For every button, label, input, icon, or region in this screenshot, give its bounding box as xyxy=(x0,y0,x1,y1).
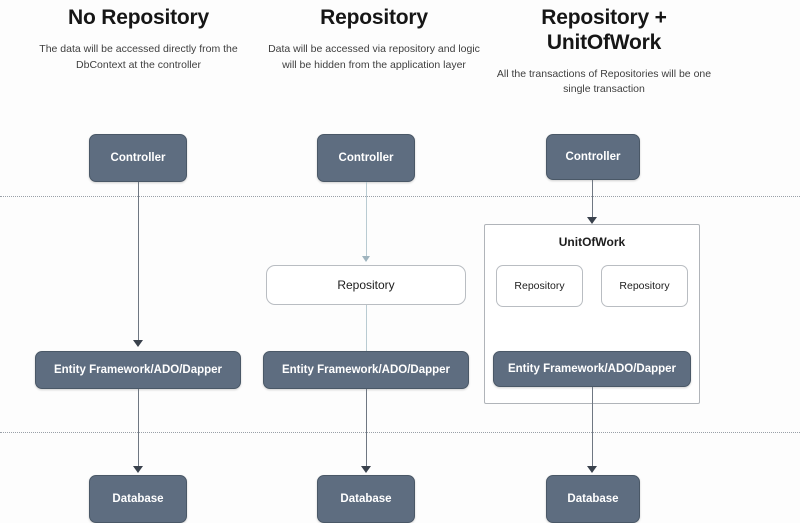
column-subtitle: The data will be accessed directly from … xyxy=(39,42,238,71)
column-subtitle: Data will be accessed via repository and… xyxy=(268,42,480,71)
layer-divider-top xyxy=(0,196,800,197)
col2-connector-controller-to-repository xyxy=(366,182,367,261)
col3-controller-label: Controller xyxy=(565,151,621,163)
col3-controller-box[interactable]: Controller xyxy=(546,134,640,180)
col1-controller-box[interactable]: Controller xyxy=(89,134,187,182)
col3-connector-dataaccess-to-database xyxy=(592,387,593,471)
col3-connector-controller-to-unitofwork xyxy=(592,180,593,222)
column-subtitle: All the transactions of Repositories wil… xyxy=(496,67,712,96)
column-title: Repository + UnitOfWork xyxy=(541,6,667,54)
col3-unit-of-work-label: UnitOfWork xyxy=(558,235,626,249)
col2-data-access-box[interactable]: Entity Framework/ADO/Dapper xyxy=(263,351,469,389)
col1-controller-label: Controller xyxy=(110,152,166,164)
col2-database-label: Database xyxy=(340,493,392,505)
col3-database-label: Database xyxy=(567,493,619,505)
col2-connector-repository-to-dataaccess xyxy=(366,305,367,351)
col3-arrowhead-database xyxy=(587,466,597,473)
col3-arrowhead-unitofwork xyxy=(587,217,597,224)
col1-database-box[interactable]: Database xyxy=(89,475,187,523)
col3-repository-right-box[interactable]: Repository xyxy=(601,265,688,307)
col1-arrowhead-dataaccess xyxy=(133,340,143,347)
column-header-repository-unitofwork: Repository + UnitOfWork All the transact… xyxy=(496,6,712,98)
col3-repository-left-label: Repository xyxy=(514,280,565,292)
column-header-no-repository: No Repository The data will be accessed … xyxy=(16,6,261,73)
col2-arrowhead-repository xyxy=(362,256,370,262)
col2-connector-dataaccess-to-database xyxy=(366,389,367,471)
column-header-repository: Repository Data will be accessed via rep… xyxy=(268,6,480,73)
col3-data-access-label: Entity Framework/ADO/Dapper xyxy=(507,363,677,375)
layer-divider-bottom xyxy=(0,432,800,433)
col1-data-access-box[interactable]: Entity Framework/ADO/Dapper xyxy=(35,351,241,389)
column-title: No Repository xyxy=(68,6,209,29)
col3-repository-right-label: Repository xyxy=(619,280,670,292)
col2-controller-box[interactable]: Controller xyxy=(317,134,415,182)
col1-connector-controller-to-dataaccess xyxy=(138,182,139,345)
col1-database-label: Database xyxy=(112,493,164,505)
column-title: Repository xyxy=(320,6,428,29)
col2-arrowhead-database xyxy=(361,466,371,473)
col1-data-access-label: Entity Framework/ADO/Dapper xyxy=(53,364,223,376)
col1-connector-dataaccess-to-database xyxy=(138,389,139,471)
col2-controller-label: Controller xyxy=(338,152,394,164)
col2-database-box[interactable]: Database xyxy=(317,475,415,523)
col2-repository-box[interactable]: Repository xyxy=(266,265,466,305)
col1-arrowhead-database xyxy=(133,466,143,473)
col3-data-access-box[interactable]: Entity Framework/ADO/Dapper xyxy=(493,351,691,387)
col2-data-access-label: Entity Framework/ADO/Dapper xyxy=(281,364,451,376)
col2-repository-label: Repository xyxy=(337,278,395,292)
col3-repository-left-box[interactable]: Repository xyxy=(496,265,583,307)
col3-database-box[interactable]: Database xyxy=(546,475,640,523)
